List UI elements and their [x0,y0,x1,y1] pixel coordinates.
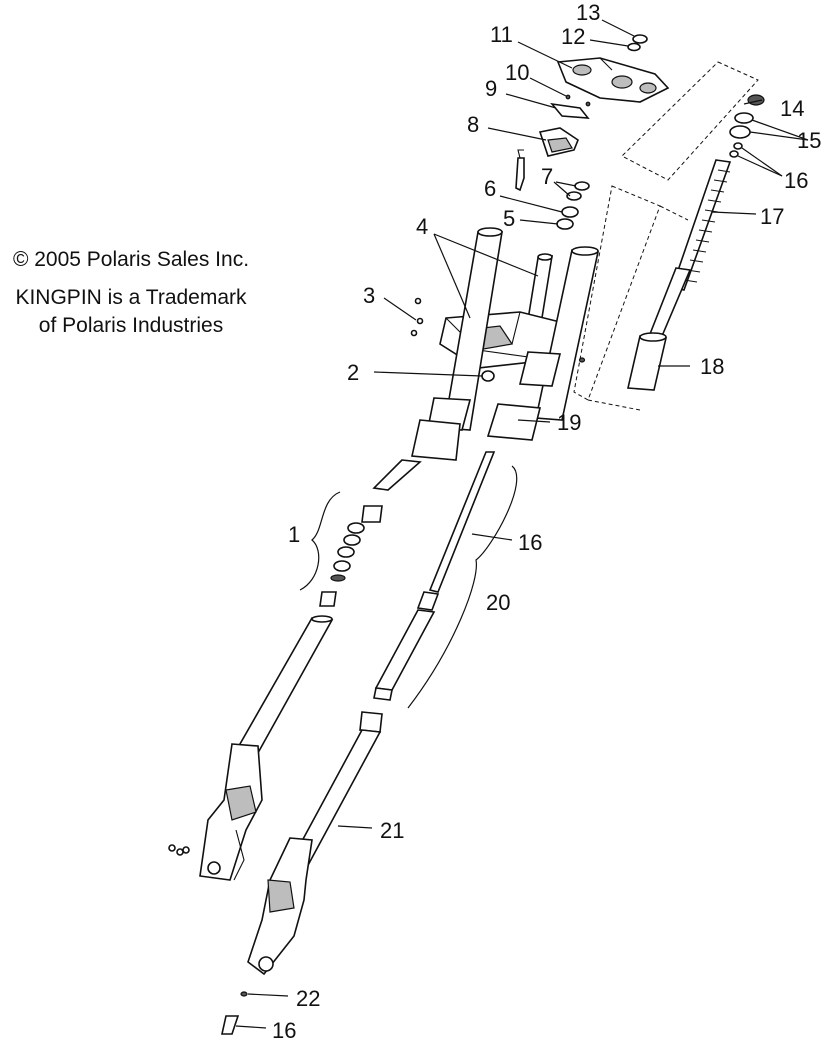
part-18-sleeve [627,267,692,391]
part-17-spring [670,159,732,291]
small-bolt [578,357,586,363]
left-inner-tube [372,459,422,491]
right-lower-leg [247,711,383,976]
callout-2: 2 [347,360,359,385]
callout-16-bottom: 16 [272,1018,296,1040]
callout-4: 4 [416,214,428,239]
left-upper-tube [411,227,503,461]
dashed-group-lower [573,185,661,401]
left-lower-leg [199,615,334,881]
callout-18: 18 [700,354,724,379]
part-8-bracket [515,127,579,192]
callout-10: 10 [505,60,529,85]
part-22-clip [240,991,248,997]
callout-14: 14 [780,96,804,121]
callout-16-mid: 16 [518,530,542,555]
bracket-1 [299,491,341,591]
callout-15: 15 [797,128,821,153]
callout-21: 21 [380,818,404,843]
callout-12: 12 [561,24,585,49]
leader-lines [235,19,809,1029]
callout-13: 13 [576,0,600,25]
part-3-bolts [410,297,424,337]
dashed-group-upper [621,61,759,181]
callout-7: 7 [541,164,553,189]
callout-11: 11 [490,22,513,47]
dashed-connectors [587,205,689,411]
bracket-20 [407,465,518,709]
part-1-seal-stack [330,505,383,582]
part-9-plate [550,94,591,119]
callout-20: 20 [486,590,510,615]
part-15-rings [729,112,754,139]
callout-numbers: 13 12 11 10 9 8 7 6 5 4 3 2 1 14 15 16 1… [272,0,821,1040]
right-upper-tube [486,246,599,441]
part-16-clips-top [729,142,743,158]
guide-bushing [319,591,337,607]
callout-8: 8 [467,112,479,137]
trademark-notice-line2: of Polaris Industries [38,314,224,337]
callout-16-top: 16 [784,168,808,193]
part-7-nuts [566,181,590,201]
trademark-notice-line1: KINGPIN is a Trademark [15,286,247,309]
callout-22: 22 [296,986,320,1011]
callout-5: 5 [503,206,515,231]
part-5-bearing [556,218,574,230]
callout-17: 17 [760,204,784,229]
part-6-washer [561,206,579,218]
axle-bolts-left [168,844,190,856]
callout-1: 1 [288,522,300,547]
part-13-cap [632,34,648,44]
callout-6: 6 [484,176,496,201]
top-triple-clamp [556,57,670,103]
part-12-washer [627,42,641,52]
part-16-pin [221,1015,240,1035]
callout-3: 3 [363,283,375,308]
part-2-bushing [481,370,495,382]
copyright-notice: © 2005 Polaris Sales Inc. [12,248,250,271]
damper-rod [373,451,496,701]
callout-9: 9 [485,76,497,101]
callout-19: 19 [557,410,581,435]
